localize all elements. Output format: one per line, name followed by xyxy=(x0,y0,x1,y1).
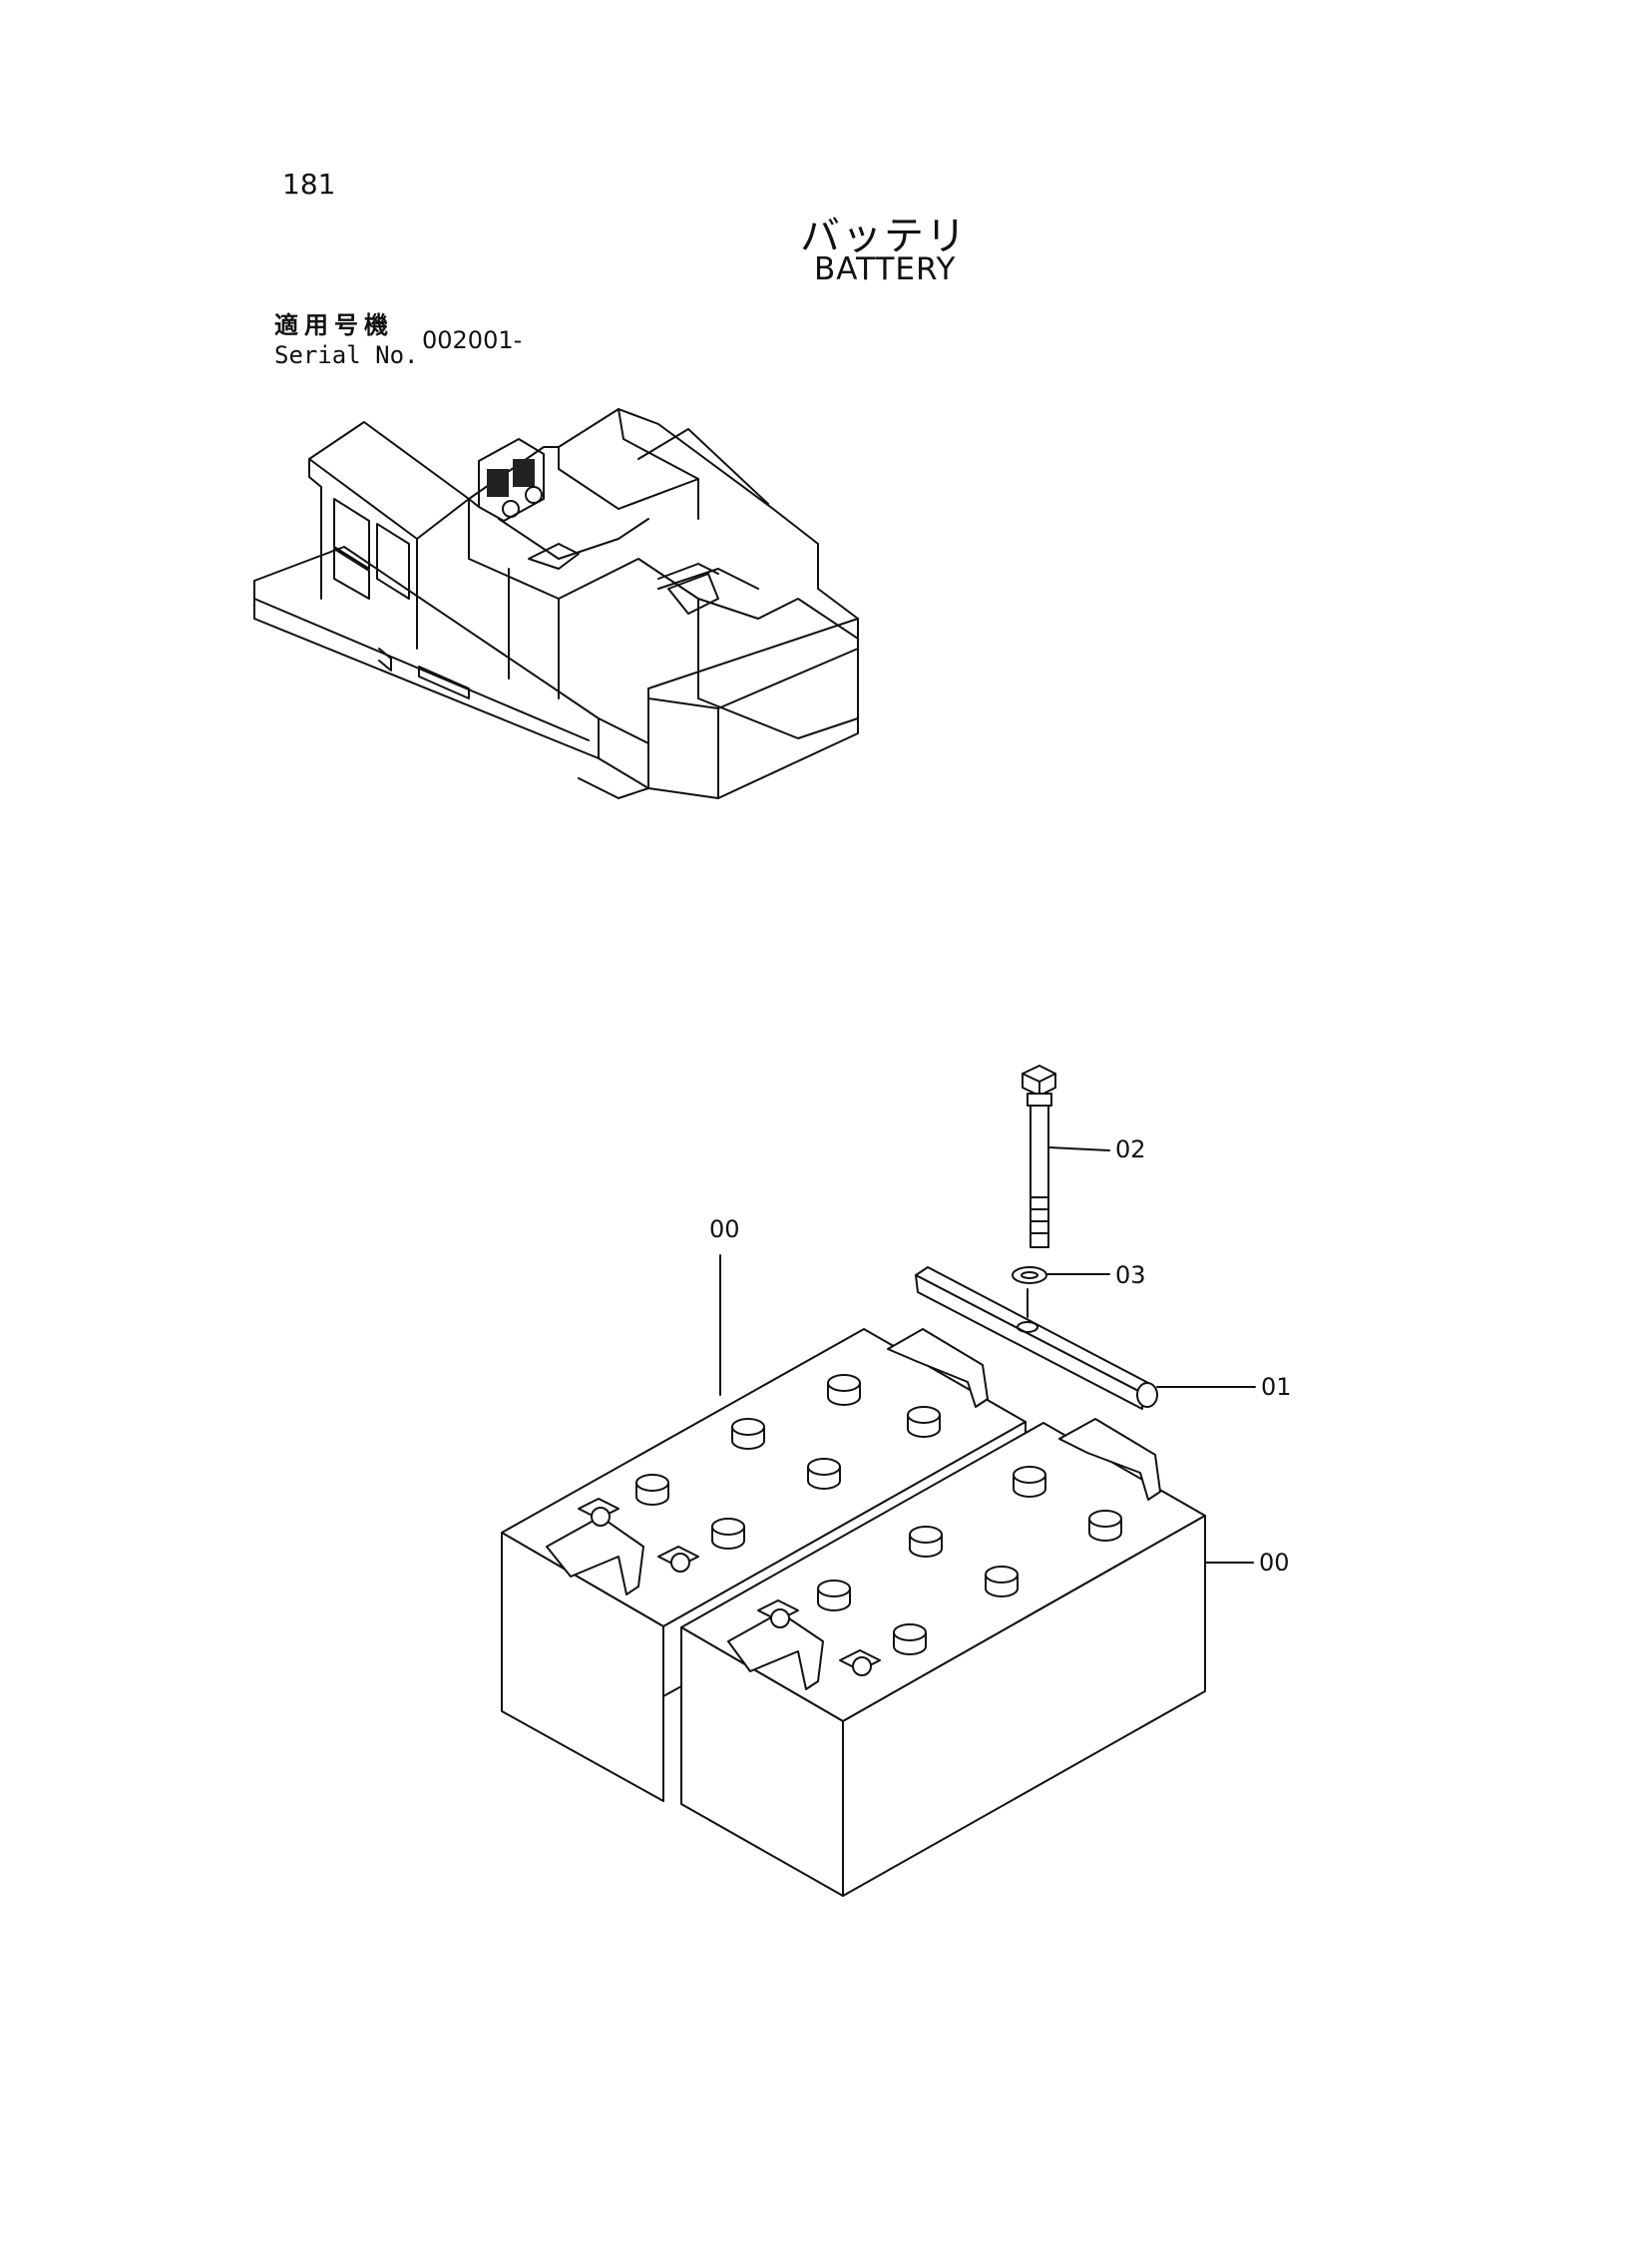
washer-part xyxy=(1012,1266,1047,1284)
serial-number-range: 002001- xyxy=(422,326,523,354)
page-number: 181 xyxy=(282,168,336,201)
battery-location-marker xyxy=(468,438,545,522)
battery-part-front xyxy=(680,1418,1206,1897)
callout-label: 01 xyxy=(1261,1373,1292,1401)
machine-overview-illustration xyxy=(253,408,859,799)
page-title-japanese: バッテリ xyxy=(800,214,968,259)
page-title: BATTERY xyxy=(814,251,957,287)
leader-line-02 xyxy=(1048,1146,1110,1151)
serial-label-japanese: 適用号機 xyxy=(274,311,394,339)
clamp-bar-part xyxy=(915,1266,1158,1410)
callout-label: 02 xyxy=(1115,1135,1146,1163)
callout-label: 03 xyxy=(1115,1261,1146,1289)
bolt-part xyxy=(1022,1065,1056,1248)
leader-lines xyxy=(719,1146,1256,1564)
callout-label: 00 xyxy=(1259,1549,1290,1577)
serial-label: Serial No. xyxy=(274,341,419,369)
callout-label: 00 xyxy=(709,1215,740,1243)
battery-assembly-illustration xyxy=(501,1065,1256,1897)
